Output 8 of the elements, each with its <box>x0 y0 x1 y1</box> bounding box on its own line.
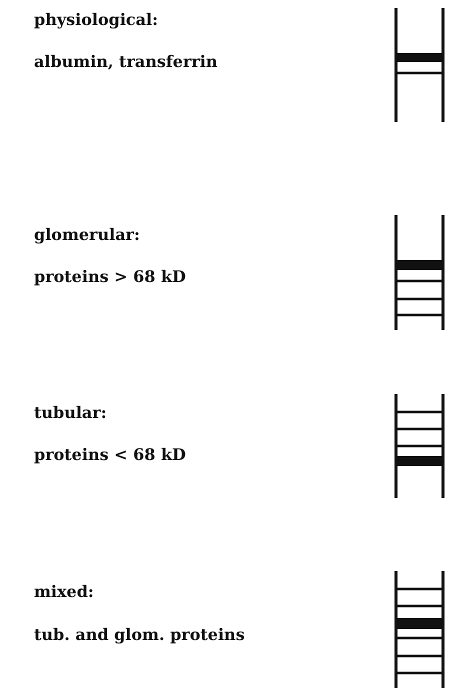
protein-list: proteins < 68 kD <box>34 445 186 465</box>
class-heading: tubular: <box>34 403 107 423</box>
class-heading: glomerular: <box>34 225 140 245</box>
class-heading: physiological: <box>34 10 158 30</box>
protein-list: tub. and glom. proteins <box>34 625 245 645</box>
protein-list: albumin, transferrin <box>34 52 218 72</box>
protein-list: proteins > 68 kD <box>34 267 186 287</box>
class-heading: mixed: <box>34 582 94 602</box>
